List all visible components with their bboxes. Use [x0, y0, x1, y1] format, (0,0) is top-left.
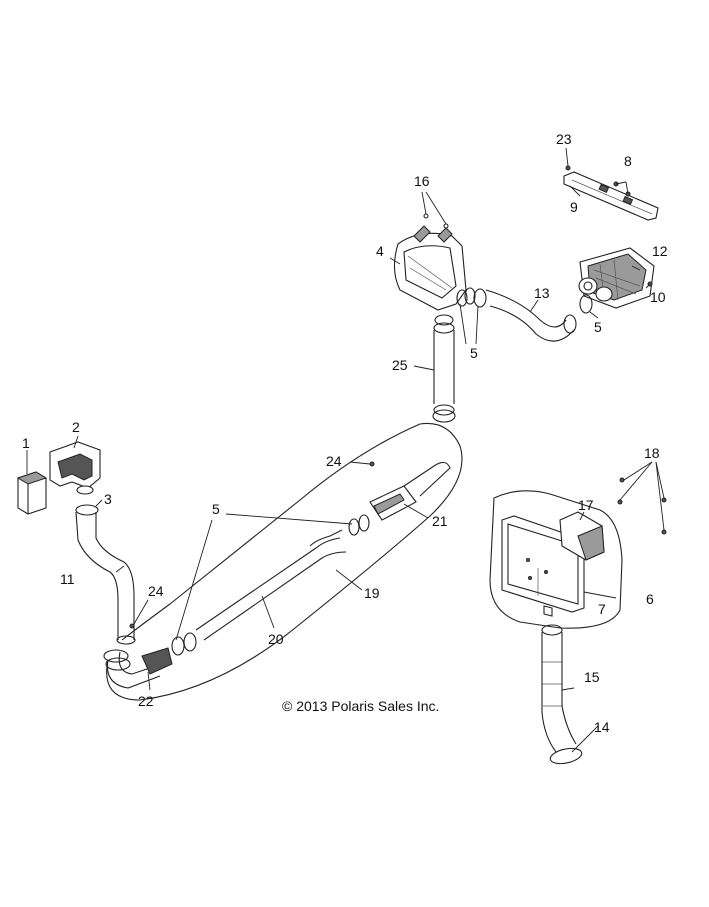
callout-25: 25: [392, 357, 408, 373]
callout-13: 13: [534, 285, 550, 301]
callout-21: 21: [432, 513, 448, 529]
callout-4: 4: [376, 243, 384, 259]
part-5-clamp-blower: [579, 294, 593, 314]
callout-24-lower: 24: [148, 583, 164, 599]
part-9-bracket: [563, 171, 659, 221]
callout-8: 8: [624, 153, 632, 169]
callout-1: 1: [22, 435, 30, 451]
callout-5-left: 5: [212, 501, 220, 517]
part-12-blower: [578, 247, 655, 309]
part-1-block: [16, 471, 48, 515]
part-13-hose: [485, 289, 577, 342]
part-19-sleeve: [106, 422, 463, 701]
callout-11: 11: [60, 571, 75, 587]
callout-18: 18: [644, 445, 660, 461]
callout-6: 6: [646, 591, 654, 607]
callout-3: 3: [104, 491, 112, 507]
part-17-pad: [559, 511, 605, 561]
part-14-clamp: [549, 747, 583, 765]
part-25-tube: [432, 314, 456, 423]
part-5-clamp-mid-2: [358, 514, 370, 532]
part-5-clamp-lower-2: [183, 632, 197, 652]
part-20-tube: [195, 529, 347, 641]
part-11-hose: [75, 511, 136, 645]
callout-12: 12: [652, 243, 668, 259]
callout-10: 10: [650, 289, 666, 305]
callout-5-airbox: 5: [470, 345, 478, 361]
callout-17: 17: [578, 497, 594, 513]
callout-9: 9: [570, 199, 578, 215]
callout-16: 16: [414, 173, 430, 189]
part-3-clamp: [75, 504, 99, 516]
callout-23: 23: [556, 131, 572, 147]
callout-7: 7: [598, 601, 606, 617]
part-24-screw-upper: [369, 461, 375, 467]
part-15-hose: [541, 624, 577, 753]
callout-14: 14: [594, 719, 610, 735]
part-4-airbox: [393, 225, 476, 311]
callout-24-upper: 24: [326, 453, 342, 469]
callout-15: 15: [584, 669, 600, 685]
part-23-screw: [565, 165, 571, 171]
callout-19: 19: [364, 585, 380, 601]
callout-2: 2: [72, 419, 80, 435]
callout-5-blower: 5: [594, 319, 602, 335]
part-5-clamp-airbox: [473, 288, 487, 308]
callout-22: 22: [138, 693, 154, 709]
part-21-coupler: [369, 461, 451, 521]
copyright-text: © 2013 Polaris Sales Inc.: [282, 698, 439, 714]
part-5-clamp-mid: [348, 518, 360, 536]
callout-20: 20: [268, 631, 284, 647]
part-5-clamp-lower: [171, 636, 185, 656]
leader-lines: [26, 147, 665, 753]
part-24-screw-lower: [129, 623, 135, 629]
part-2-cap: [49, 441, 101, 495]
part-22-elbow: [103, 647, 173, 689]
